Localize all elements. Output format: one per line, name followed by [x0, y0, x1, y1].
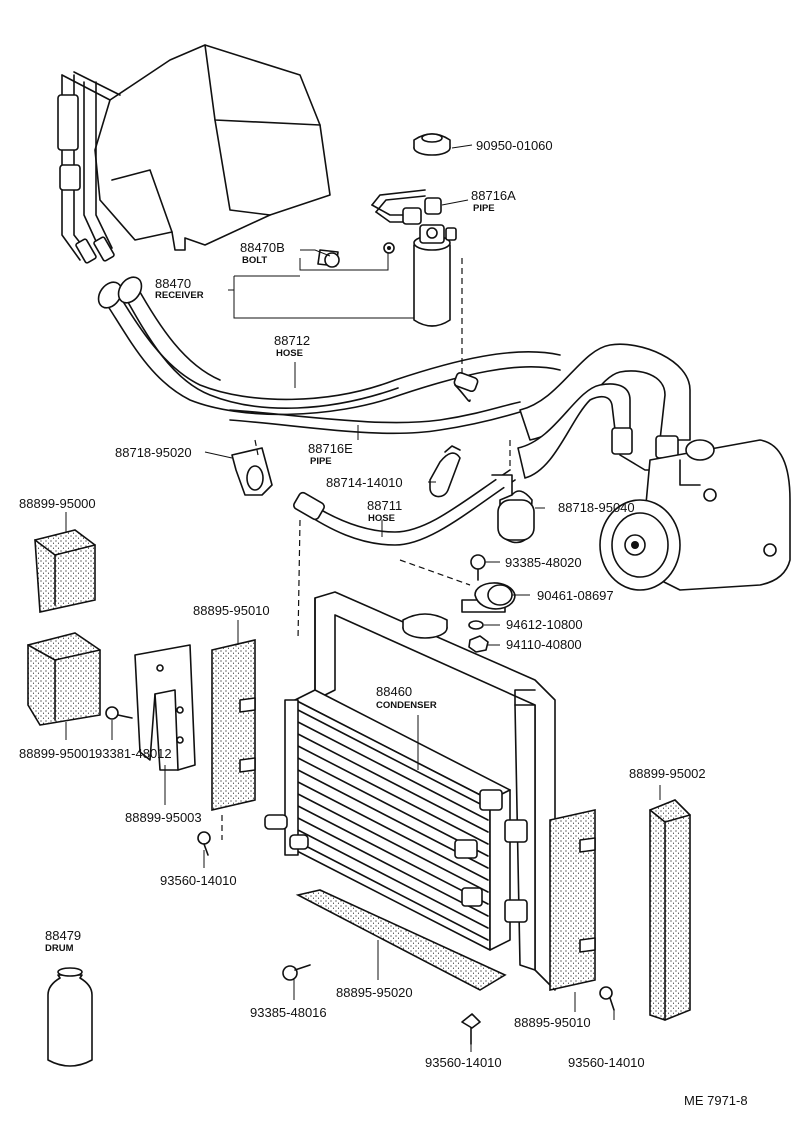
receiver-bolt [317, 242, 395, 268]
label-93560-14010-bottom: 93560-14010 [425, 1055, 502, 1070]
evaporator-housing [94, 44, 331, 251]
label-88718-95020: 88718-95020 [115, 445, 192, 460]
seal-88895-95010-right [549, 809, 596, 991]
drum-88479 [47, 967, 93, 1067]
hose-88711 [293, 469, 516, 546]
label-88479-sub: DRUM [45, 943, 74, 954]
compressor [599, 439, 791, 591]
seal-88895-95020 [295, 889, 507, 991]
label-88460: 88460 [376, 684, 412, 699]
pipe-88716a [371, 189, 442, 225]
label-93385-48016: 93385-48016 [250, 1005, 327, 1020]
label-88895-95010-bottom: 88895-95010 [514, 1015, 591, 1030]
label-88716e-sub: PIPE [310, 456, 332, 467]
label-88470b-sub: BOLT [242, 255, 267, 266]
washer-94612-10800 [468, 620, 484, 630]
label-88711: 88711 [367, 498, 402, 513]
label-90461-08697: 90461-08697 [537, 588, 614, 603]
label-88716a: 88716A [471, 188, 516, 203]
condenser-88460 [264, 689, 528, 951]
label-88470-sub: RECEIVER [155, 290, 204, 301]
seal-88899-95000 [34, 529, 96, 613]
label-88470b: 88470B [240, 240, 285, 255]
label-94612-10800: 94612-10800 [506, 617, 583, 632]
nut-94110-40800 [468, 635, 489, 653]
evaporator-tubes [57, 71, 121, 264]
label-88899-95002: 88899-95002 [629, 766, 706, 781]
grommet-90950-01060 [413, 133, 451, 156]
label-88712-sub: HOSE [276, 348, 303, 359]
clamp-88718-95040 [491, 474, 535, 544]
seal-88895-95010-left [211, 638, 256, 812]
compressor-hoses [517, 343, 691, 479]
clamp-88718-95020 [231, 447, 273, 496]
screw-93560-14010-right [599, 986, 615, 1011]
seal-88899-95001 [27, 632, 101, 726]
label-88460-sub: CONDENSER [376, 700, 437, 711]
label-88718-95040: 88718-95040 [558, 500, 635, 515]
seal-88899-95002 [649, 799, 691, 1021]
pipe-88716e [229, 371, 521, 435]
label-88899-95001: 88899-95001 [19, 746, 96, 761]
label-88479: 88479 [45, 928, 81, 943]
screw-93560-14010-bottom [461, 1013, 481, 1045]
label-93560-14010-right: 93560-14010 [568, 1055, 645, 1070]
label-88712: 88712 [274, 333, 310, 348]
label-93385-48020: 93385-48020 [505, 555, 582, 570]
part-labels: 90950-01060 88716A PIPE 88470B BOLT 8847… [19, 138, 748, 1108]
bracket-90461-08697 [461, 582, 516, 613]
label-94110-40800: 94110-40800 [506, 637, 582, 652]
bolt-93385-48020 [470, 554, 486, 581]
label-88895-95010-top: 88895-95010 [193, 603, 270, 618]
label-88716a-sub: PIPE [473, 203, 495, 214]
footer-code: ME 7971-8 [684, 1093, 748, 1108]
bracket-88899-95003 [134, 644, 196, 771]
label-93560-14010-left: 93560-14010 [160, 873, 237, 888]
label-88899-95003: 88899-95003 [125, 810, 202, 825]
leader-lines [65, 144, 661, 1052]
label-88899-95000: 88899-95000 [19, 496, 96, 511]
label-90950-01060: 90950-01060 [476, 138, 553, 153]
label-88714-14010: 88714-14010 [326, 475, 403, 490]
guide-lines [221, 258, 511, 840]
bolt-93385-48016 [282, 964, 311, 981]
screw-93560-14010-left [197, 831, 211, 856]
hose-88714-14010 [429, 445, 461, 498]
label-88711-sub: HOSE [368, 513, 395, 524]
label-93381-48012: 93381-48012 [95, 746, 172, 761]
label-88470: 88470 [155, 276, 191, 291]
label-88895-95020: 88895-95020 [336, 985, 413, 1000]
bolt-93381-48012 [105, 706, 133, 720]
label-88716e: 88716E [308, 441, 353, 456]
receiver-dryer [413, 224, 457, 327]
hose-88712 [97, 276, 561, 416]
